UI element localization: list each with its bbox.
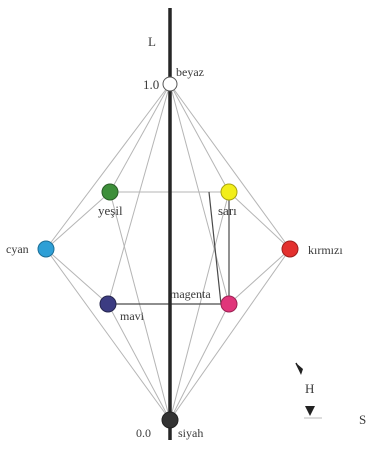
label-red: kırmızı: [308, 243, 343, 257]
node-black: [161, 411, 179, 429]
edge-white-blue: [107, 83, 171, 305]
node-magenta: [220, 295, 238, 313]
node-cyan: [37, 240, 55, 258]
cone-edges: [45, 83, 291, 421]
node-green: [101, 183, 119, 201]
label-white: beyaz: [176, 65, 204, 79]
edge-white-red: [169, 83, 291, 250]
node-yellow: [220, 183, 238, 201]
edge-white-yellow: [169, 83, 230, 193]
label-cyan: cyan: [6, 242, 29, 256]
edge-white-green: [109, 83, 171, 193]
label-black: siyah: [178, 426, 203, 440]
edge-red-magenta: [228, 248, 291, 305]
edge-inner-yellow-magenta: [208, 191, 222, 305]
edge-cyan-green: [45, 191, 111, 250]
saturation-label: S: [359, 412, 366, 427]
edge-black-yellow: [169, 191, 230, 421]
axis-top-value: 1.0: [143, 77, 159, 92]
axis-bottom-value: 0.0: [136, 426, 151, 440]
edge-cyan-blue: [45, 248, 109, 305]
node-white: [162, 76, 178, 92]
edge-white-cyan: [45, 83, 171, 250]
edge-black-magenta: [169, 303, 230, 421]
edge-black-green: [109, 191, 171, 421]
label-magenta: magenta: [170, 287, 211, 301]
label-blue: mavi: [120, 309, 145, 323]
edge-yellow-red: [228, 191, 291, 250]
label-green: yeşil: [98, 203, 123, 218]
edge-black-blue: [107, 303, 171, 421]
edge-black-red: [169, 248, 291, 421]
node-blue: [99, 295, 117, 313]
node-red: [281, 240, 299, 258]
edge-white-magenta: [169, 83, 230, 305]
label-yellow: sarı: [218, 203, 237, 218]
edge-black-cyan: [45, 248, 171, 421]
hue-label: H: [305, 381, 314, 396]
hue-arrow-shaft: [295, 362, 302, 374]
axis-title: L: [148, 34, 156, 49]
saturation-arrow-icon: [305, 406, 315, 416]
